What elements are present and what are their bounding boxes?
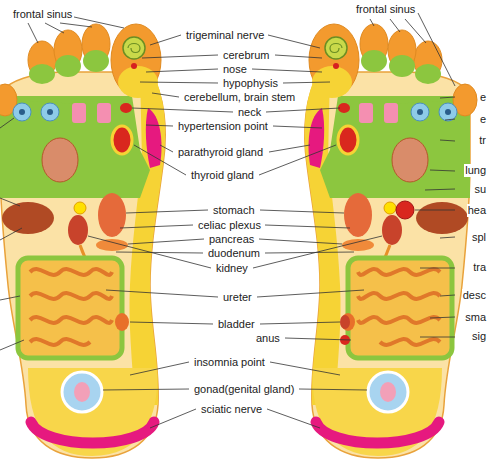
organ-label: sig — [471, 330, 487, 343]
organ-label: celiac plexus — [197, 219, 262, 232]
organ-label: bladder — [217, 318, 256, 331]
organ-label: anus — [255, 332, 281, 345]
leader-line — [285, 338, 351, 340]
organ-label: frontal sinus — [12, 8, 73, 21]
left-foot — [0, 24, 165, 458]
organ-label: pancreas — [208, 233, 255, 246]
organ-label: spl — [471, 231, 487, 244]
organ-label: cerebellum, brain stem — [183, 91, 296, 104]
heart-organ — [396, 201, 414, 219]
organ-label: cerebrum — [222, 49, 270, 62]
organ-label: nose — [222, 63, 248, 76]
leader-line — [152, 93, 179, 97]
organ-label: ureter — [222, 291, 253, 304]
leader-line — [0, 118, 24, 350]
organ-label: trigeminal nerve — [185, 29, 265, 42]
leader-lines — [0, 13, 455, 428]
organ-label: insomnia point — [193, 356, 266, 369]
organ-label: sma — [464, 311, 487, 324]
organ-label: e — [479, 113, 487, 126]
organ-label: tr — [478, 134, 487, 147]
organ-label: neck — [237, 106, 262, 119]
organ-label: tra — [472, 261, 487, 274]
organ-label: hypophysis — [222, 77, 279, 90]
organ-label: desc — [462, 289, 487, 302]
organ-label: su — [473, 183, 487, 196]
organ-label: e — [479, 91, 487, 104]
organ-label: lung — [464, 164, 487, 177]
organ-label: frontal sinus — [355, 3, 416, 16]
leader-line — [132, 108, 340, 112]
organ-label: gonad(genital gland) — [193, 383, 295, 396]
organ-label: kidney — [215, 262, 249, 275]
right-foot — [305, 24, 477, 458]
leader-line — [370, 13, 455, 86]
organ-label: thyroid gland — [190, 169, 255, 182]
organ-label: stomach — [212, 204, 256, 217]
organ-label: hea — [467, 204, 487, 217]
organ-label: parathyroid gland — [177, 146, 264, 159]
organ-label: sciatic nerve — [200, 403, 263, 416]
sigmoid-zone — [340, 315, 350, 329]
organ-label: duodenum — [207, 247, 261, 260]
organ-label: hypertension point — [177, 120, 269, 133]
leader-line — [415, 97, 455, 337]
